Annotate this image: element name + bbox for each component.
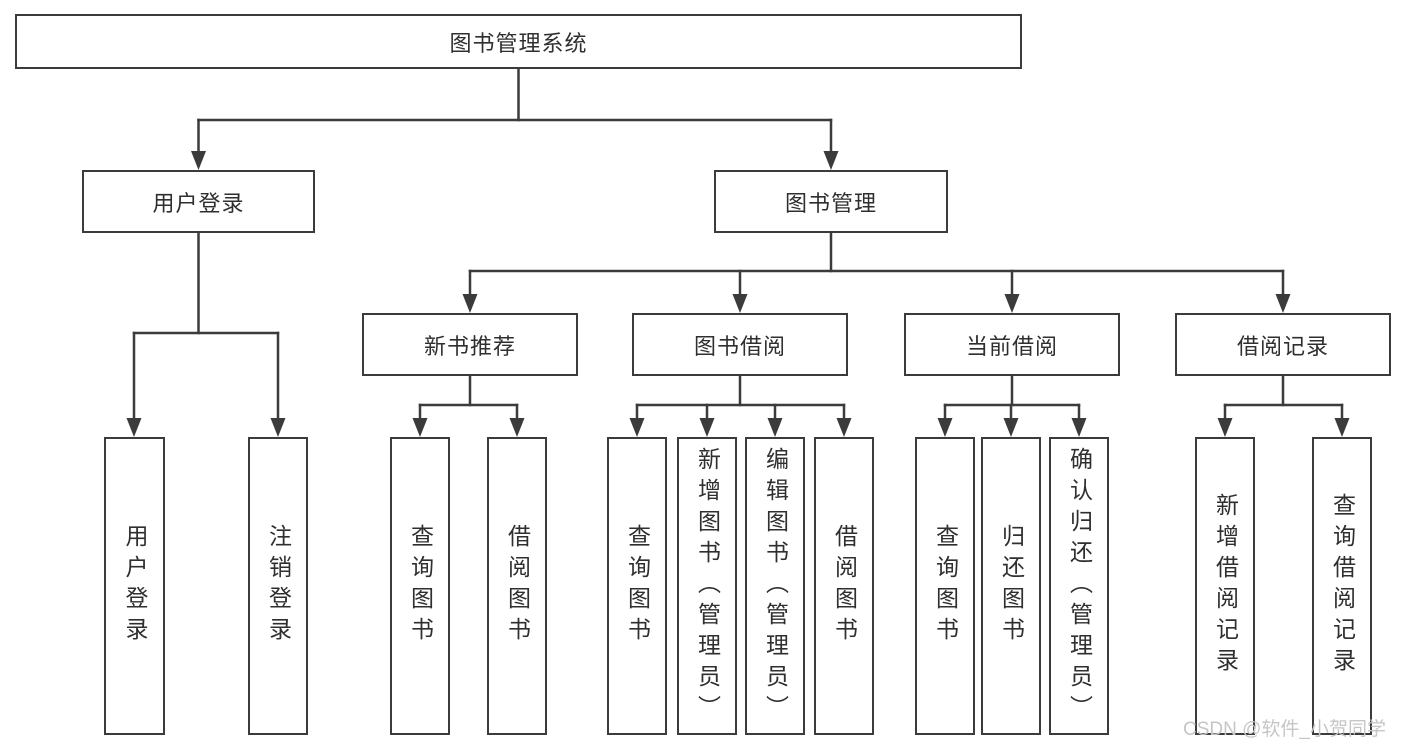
node-user-login: 用户登录	[82, 170, 315, 233]
arrowhead-icon	[412, 418, 428, 437]
node-label: 查询图书	[624, 524, 651, 648]
leaf-add-books-admin: 新增图书（管理员）	[677, 437, 737, 735]
arrowhead-icon	[937, 418, 953, 437]
node-book-management: 图书管理	[714, 170, 948, 233]
node-label: 当前借阅	[965, 333, 1058, 359]
arrowhead-icon	[1334, 418, 1350, 437]
arrowhead-icon	[1217, 418, 1233, 437]
arrowhead-icon	[509, 418, 525, 437]
arrowhead-icon	[1004, 294, 1020, 313]
arrowhead-icon	[629, 418, 645, 437]
node-label: 新增图书（管理员）	[694, 446, 721, 726]
node-label: 新增借阅记录	[1212, 493, 1239, 679]
node-current-borrowing: 当前借阅	[904, 313, 1120, 376]
arrowhead-icon	[462, 294, 478, 313]
leaf-query-books: 查询图书	[390, 437, 450, 735]
node-label: 查询借阅记录	[1329, 493, 1356, 679]
arrowhead-icon	[126, 418, 142, 437]
arrowhead-icon	[732, 294, 748, 313]
node-root-system: 图书管理系统	[15, 14, 1022, 69]
leaf-user-login: 用户登录	[104, 437, 165, 735]
leaf-logout: 注销登录	[248, 437, 308, 735]
arrowhead-icon	[1275, 294, 1291, 313]
arrowhead-icon	[823, 151, 839, 170]
node-label: 借阅图书	[831, 524, 858, 648]
leaf-return-books: 归还图书	[981, 437, 1041, 735]
arrowhead-icon	[767, 418, 783, 437]
arrowhead-icon	[1003, 418, 1019, 437]
leaf-edit-books-admin: 编辑图书（管理员）	[745, 437, 805, 735]
node-book-borrowing: 图书借阅	[632, 313, 848, 376]
node-label: 编辑图书（管理员）	[762, 446, 789, 726]
arrowhead-icon	[1071, 418, 1087, 437]
node-label: 新书推荐	[423, 333, 516, 359]
node-label: 查询图书	[407, 524, 434, 648]
leaf-query-borrow-record: 查询借阅记录	[1312, 437, 1372, 735]
node-label: 用户登录	[152, 190, 245, 216]
leaf-borrow-books: 借阅图书	[487, 437, 547, 735]
arrowhead-group	[126, 151, 1350, 437]
leaf-query-books: 查询图书	[915, 437, 975, 735]
node-label: 借阅记录	[1236, 333, 1329, 359]
arrowhead-icon	[699, 418, 715, 437]
arrowhead-icon	[270, 418, 286, 437]
node-new-book-recommendation: 新书推荐	[362, 313, 578, 376]
arrowhead-icon	[836, 418, 852, 437]
node-label: 归还图书	[998, 524, 1025, 648]
node-label: 借阅图书	[504, 524, 531, 648]
node-label: 图书管理系统	[449, 30, 588, 56]
node-label: 图书管理	[784, 190, 877, 216]
leaf-borrow-books: 借阅图书	[814, 437, 874, 735]
node-borrowing-records: 借阅记录	[1175, 313, 1391, 376]
leaf-add-borrow-record: 新增借阅记录	[1195, 437, 1255, 735]
node-label: 查询图书	[932, 524, 959, 648]
leaf-confirm-return-admin: 确认归还（管理员）	[1049, 437, 1109, 735]
arrowhead-icon	[191, 151, 206, 170]
node-label: 确认归还（管理员）	[1066, 446, 1093, 726]
node-label: 注销登录	[265, 524, 292, 648]
node-label: 图书借阅	[693, 333, 786, 359]
leaf-query-books: 查询图书	[607, 437, 667, 735]
csdn-watermark: CSDN @软件_小贺同学	[1183, 719, 1386, 740]
node-label: 用户登录	[122, 524, 148, 648]
